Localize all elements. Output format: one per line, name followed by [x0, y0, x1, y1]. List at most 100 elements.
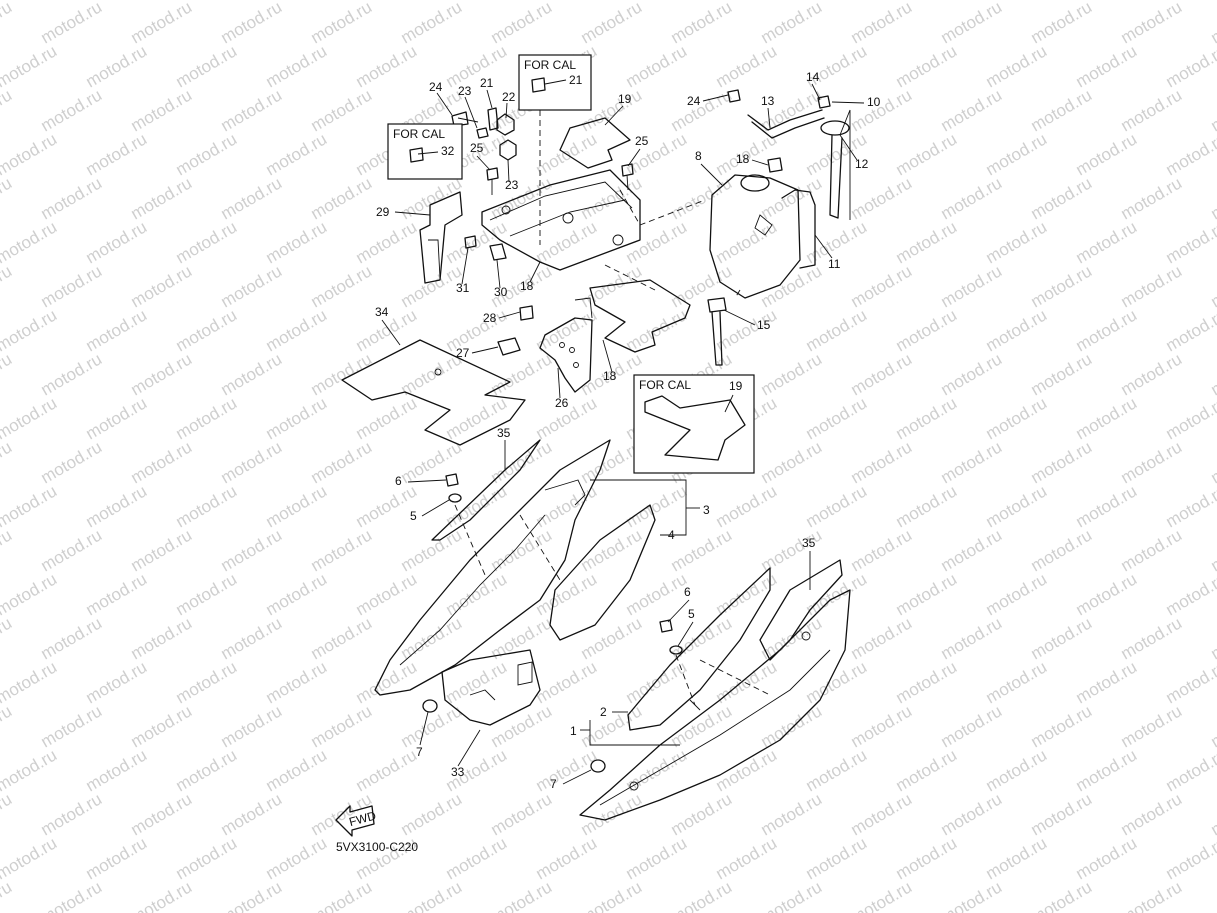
watermark-text: motod.ru: [128, 349, 196, 399]
watermark-text: motod.ru: [983, 745, 1051, 795]
callout-7-b: 7: [550, 777, 557, 791]
watermark-text: motod.ru: [533, 305, 601, 355]
watermark-text: motod.ru: [1073, 657, 1141, 707]
watermark-text: motod.ru: [398, 0, 466, 47]
watermark-text: motod.ru: [488, 789, 556, 839]
watermark-text: motod.ru: [578, 701, 646, 751]
watermark-text: motod.ru: [38, 613, 106, 663]
callout-3: 3: [703, 503, 710, 517]
watermark-text: motod.ru: [1118, 261, 1186, 311]
watermark-text: motod.ru: [443, 833, 511, 883]
watermark-text: motod.ru: [128, 789, 196, 839]
watermark-text: motod.ru: [893, 833, 961, 883]
watermark-text: motod.ru: [1028, 437, 1096, 487]
watermark-text: motod.ru: [218, 877, 286, 913]
watermark-text: motod.ru: [893, 657, 961, 707]
watermark-text: motod.ru: [0, 217, 60, 267]
watermark-text: motod.ru: [623, 833, 691, 883]
watermark-text: motod.ru: [1163, 393, 1217, 443]
watermark-text: motod.ru: [173, 41, 241, 91]
watermark-text: motod.ru: [173, 129, 241, 179]
watermark-text: motod.ru: [1163, 305, 1217, 355]
watermark-text: motod.ru: [848, 789, 916, 839]
watermark-text: motod.ru: [0, 85, 15, 135]
watermark-text: motod.ru: [578, 877, 646, 913]
callout-35-b: 35: [802, 536, 816, 550]
watermark-text: motod.ru: [218, 613, 286, 663]
watermark-text: motod.ru: [1118, 437, 1186, 487]
watermark-text: motod.ru: [803, 129, 871, 179]
watermark-text: motod.ru: [1118, 173, 1186, 223]
watermark-text: motod.ru: [668, 877, 736, 913]
watermark-text: motod.ru: [263, 217, 331, 267]
callout-20: 21: [480, 76, 494, 90]
watermark-text: motod.ru: [1028, 85, 1096, 135]
watermark-text: motod.ru: [218, 173, 286, 223]
callout-32: 32: [441, 144, 455, 158]
watermark-text: motod.ru: [1028, 261, 1096, 311]
callout-1: 1: [570, 724, 577, 738]
callout-17: 19: [618, 92, 632, 106]
watermark-text: motod.ru: [38, 877, 106, 913]
watermark-text: motod.ru: [308, 0, 376, 47]
watermark-text: motod.ru: [353, 481, 421, 531]
watermark-text: motod.ru: [128, 173, 196, 223]
watermark-text: motod.ru: [488, 0, 556, 47]
watermark-text: motod.ru: [893, 129, 961, 179]
watermark-text: motod.ru: [83, 393, 151, 443]
watermark-text: motod.ru: [1208, 261, 1217, 311]
watermark-text: motod.ru: [398, 701, 466, 751]
watermark-text: motod.ru: [0, 481, 60, 531]
watermark-text: motod.ru: [128, 701, 196, 751]
watermark-text: motod.ru: [893, 217, 961, 267]
watermark-text: motod.ru: [488, 437, 556, 487]
watermark-text: motod.ru: [443, 41, 511, 91]
callout-4: 4: [668, 528, 675, 542]
watermark-text: motod.ru: [1163, 129, 1217, 179]
watermark-text: motod.ru: [398, 525, 466, 575]
watermark-text: motod.ru: [128, 261, 196, 311]
callout-2: 2: [600, 705, 607, 719]
watermark-text: motod.ru: [1163, 657, 1217, 707]
watermark-text: motod.ru: [38, 789, 106, 839]
watermark-text: motod.ru: [983, 833, 1051, 883]
watermark-text: motod.ru: [668, 0, 736, 47]
watermark-text: motod.ru: [1163, 569, 1217, 619]
watermark-text: motod.ru: [83, 41, 151, 91]
watermark-text: motod.ru: [758, 789, 826, 839]
diagram-code: 5VX3100-C220: [336, 840, 418, 854]
watermark-text: motod.ru: [398, 261, 466, 311]
watermark-text: motod.ru: [848, 349, 916, 399]
watermark-text: motod.ru: [1118, 85, 1186, 135]
watermark-text: motod.ru: [1073, 481, 1141, 531]
watermark-text: motod.ru: [443, 569, 511, 619]
watermark-text: motod.ru: [1028, 789, 1096, 839]
for-cal-box-18: FOR CAL: [633, 374, 755, 474]
watermark-text: motod.ru: [893, 569, 961, 619]
watermark-text: motod.ru: [83, 305, 151, 355]
watermark-text: motod.ru: [848, 0, 916, 47]
watermark-text: motod.ru: [308, 437, 376, 487]
watermark-text: motod.ru: [0, 393, 60, 443]
callout-5-b: 5: [688, 607, 695, 621]
watermark-text: motod.ru: [803, 481, 871, 531]
watermark-text: motod.ru: [83, 745, 151, 795]
watermark-text: motod.ru: [0, 657, 60, 707]
watermark-text: motod.ru: [128, 437, 196, 487]
watermark-text: motod.ru: [0, 349, 15, 399]
watermark-text: motod.ru: [983, 569, 1051, 619]
watermark-text: motod.ru: [308, 701, 376, 751]
watermark-text: motod.ru: [38, 85, 106, 135]
watermark-text: motod.ru: [1163, 745, 1217, 795]
watermark-text: motod.ru: [263, 481, 331, 531]
watermark-text: motod.ru: [533, 833, 601, 883]
watermark-text: motod.ru: [983, 41, 1051, 91]
watermark-text: motod.ru: [173, 393, 241, 443]
watermark-text: motod.ru: [263, 833, 331, 883]
watermark-text: motod.ru: [353, 393, 421, 443]
watermark-text: motod.ru: [713, 481, 781, 531]
watermark-text: motod.ru: [758, 0, 826, 47]
watermark-text: motod.ru: [1118, 877, 1186, 913]
watermark-text: motod.ru: [938, 437, 1006, 487]
